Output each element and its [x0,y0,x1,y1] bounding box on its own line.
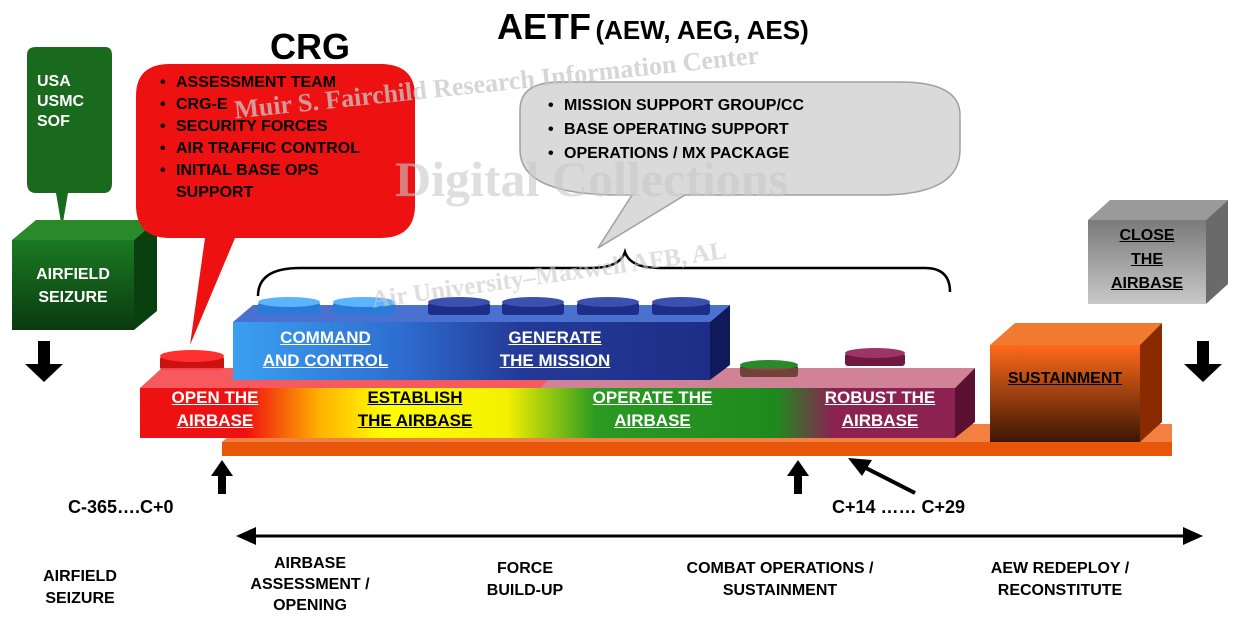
close-airbase-line: CLOSE [1119,227,1175,244]
crg-item: ASSESSMENT TEAM [160,72,410,94]
lower-bricks-side [955,368,975,438]
crg-item: AIR TRAFFIC CONTROL [160,138,410,160]
phase-line: AIRBASE [273,555,346,572]
phase-line: BUILD-UP [486,582,564,599]
phase-line: COMBAT OPERATIONS / [686,560,874,577]
start-up-arrow [211,460,233,494]
airfield-box-side [134,220,157,330]
sustainment-box-front [990,345,1140,442]
upper-bricks-side [710,305,730,380]
aetf-heading-main: AETF [497,6,591,47]
sustainment-box-side [1140,323,1162,442]
phase-line: AIRFIELD [43,568,117,585]
timeline-start-label: C-365….C+0 [68,497,174,517]
aetf-item: MISSION SUPPORT GROUP/CC [548,94,928,118]
generate-mission-line: GENERATE [508,328,602,347]
close-box-top [1088,200,1228,220]
close-box-side [1206,200,1228,304]
open-airbase-line: OPEN THE [171,388,259,407]
open-airbase-label: OPEN THE AIRBASE [140,386,290,432]
timeline-end-label: C+14 …… C+29 [832,497,966,517]
phase-line: OPENING [273,597,347,614]
forces-item: SOF [37,113,70,130]
establish-airbase-label: ESTABLISH THE AIRBASE [325,386,505,432]
forces-item: USMC [37,93,85,110]
phase-line: RECONSTITUTE [997,582,1123,599]
crg-item: SECURITY FORCES [160,116,410,138]
close-airbase-line: AIRBASE [1110,275,1183,292]
operate-airbase-line: OPERATE THE [592,388,713,407]
aetf-item: OPERATIONS / MX PACKAGE [548,142,928,166]
robust-airbase-line: ROBUST THE [824,388,936,407]
establish-airbase-line: ESTABLISH [367,388,463,407]
operate-airbase-label: OPERATE THE AIRBASE [565,386,740,432]
sustainment-label: SUSTAINMENT [1007,370,1123,387]
crg-item: INITIAL BASE OPS SUPPORT [160,160,376,204]
robust-airbase-label: ROBUST THE AIRBASE [805,386,955,432]
base-platform-front [222,442,1172,456]
forces-list: USA USMC SOF [37,72,84,132]
robust-airbase-line: AIRBASE [841,411,919,430]
phase-aew-redeploy: AEW REDEPLOY / RECONSTITUTE [965,558,1155,602]
crg-heading: CRG [270,26,350,67]
crg-item: CRG-E [160,94,410,116]
phase-airbase-assessment: AIRBASE ASSESSMENT / OPENING [240,553,380,616]
aetf-items-list: MISSION SUPPORT GROUP/CC BASE OPERATING … [548,94,928,166]
command-control-label: COMMAND AND CONTROL [233,326,418,372]
c29-diagonal-arrow [848,458,872,476]
operate-airbase-line: AIRBASE [614,411,691,430]
lower-bricks-front [140,388,955,438]
close-box-front [1088,220,1206,304]
open-airbase-line: AIRBASE [176,411,254,430]
phase-line: FORCE [497,560,553,577]
airfield-seizure-label: AIRFIELD SEIZURE [12,263,134,309]
phase-force-buildup: FORCE BUILD-UP [465,558,585,602]
right-down-arrow [1184,341,1222,382]
establish-airbase-line: THE AIRBASE [357,411,473,430]
airfield-seizure-line: AIRFIELD [36,266,110,283]
command-control-line: AND CONTROL [262,351,389,370]
generate-mission-label: GENERATE THE MISSION [455,326,655,372]
airfield-box-front [12,240,134,330]
close-airbase-line: THE [1131,251,1163,268]
c14-up-arrow [787,460,809,494]
left-down-arrow [25,341,63,382]
forces-item: USA [37,73,71,90]
aetf-item: BASE OPERATING SUPPORT [548,118,928,142]
aetf-brace [256,247,952,297]
phase-combat-operations: COMBAT OPERATIONS / SUSTAINMENT [645,558,915,602]
upper-bricks-front [233,322,710,380]
crg-items-list: ASSESSMENT TEAM CRG-E SECURITY FORCES AI… [160,72,410,204]
phase-airfield-seizure: AIRFIELD SEIZURE [20,566,140,610]
airfield-box-top [12,220,157,240]
sustainment-box-top [990,323,1162,345]
forces-callout [27,47,112,228]
aetf-heading: AETF (AEW, AEG, AES) [497,6,809,48]
airfield-seizure-line: SEIZURE [38,289,108,306]
command-control-line: COMMAND [280,328,371,347]
upper-brick-studs [258,297,710,315]
generate-mission-line: THE MISSION [499,351,611,370]
phase-line: ASSESSMENT / [250,576,370,593]
phase-line: SUSTAINMENT [722,582,838,599]
close-airbase-label: CLOSE THE AIRBASE [1088,224,1206,296]
phase-line: AEW REDEPLOY / [990,560,1130,577]
aetf-heading-sub: (AEW, AEG, AES) [595,15,809,45]
phase-line: SEIZURE [45,590,115,607]
